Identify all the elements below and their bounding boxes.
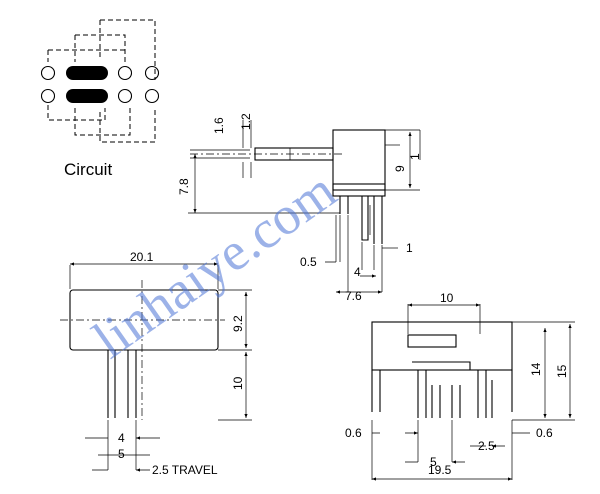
front-view: 10 14 15 0.6 0.6 5 2.5 19.5 [345, 291, 575, 481]
contact-bridge [66, 66, 108, 80]
side-view: 1.6 1.2 7.8 9 1 0.5 4 7.6 1 [177, 113, 422, 303]
contact-circle [40, 65, 56, 81]
contact-circle [40, 88, 56, 104]
dim-pitch: 5 [430, 455, 437, 469]
dim-left-tab: 0.6 [345, 426, 362, 440]
dim-pin-width: 0.5 [300, 255, 317, 269]
dim-lever: 10 [231, 376, 245, 390]
dim-pin-bottom: 1.2 [239, 113, 253, 130]
contact-circle [144, 65, 160, 81]
dim-right: 1 [408, 153, 422, 160]
dim-width: 20.1 [130, 250, 154, 264]
dim-total: 7.6 [345, 289, 362, 303]
contact-circle [117, 65, 133, 81]
dim-pin-gap: 4 [354, 265, 361, 279]
top-view: 20.1 9.2 10 4 5 2.5 TRAVEL [60, 250, 252, 477]
dim-h1: 14 [529, 362, 543, 376]
circuit-label: Circuit [64, 160, 112, 179]
dim-height: 9.2 [231, 315, 245, 332]
dim-right-tab: 0.6 [536, 426, 553, 440]
dim-h2: 15 [555, 364, 569, 378]
dim-pin-space: 2.5 [478, 439, 495, 453]
dim-pin-top: 1.6 [212, 117, 226, 134]
contact-circle [144, 88, 160, 104]
dim-total: 19.5 [428, 463, 452, 477]
dim-body: 9 [393, 165, 407, 172]
circuit-diagram: Circuit [40, 19, 160, 179]
dim-height: 7.8 [177, 178, 191, 195]
dim-pin-offset: 1 [406, 241, 413, 255]
contact-circle [117, 88, 133, 104]
dim-actuator: 4 [118, 431, 125, 445]
dim-window: 10 [440, 291, 454, 305]
dim-pitch: 5 [118, 447, 125, 461]
contact-bridge [66, 89, 108, 103]
travel-label: 2.5 TRAVEL [152, 463, 218, 477]
